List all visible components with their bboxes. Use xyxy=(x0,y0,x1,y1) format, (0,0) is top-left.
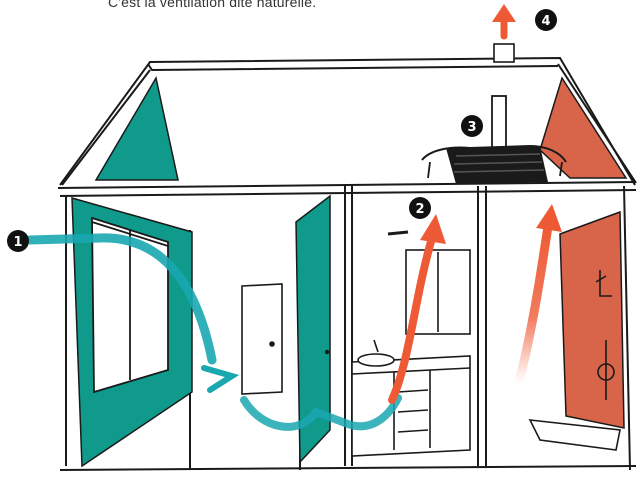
airflow-shower-arrow xyxy=(520,204,562,378)
svg-text:4: 4 xyxy=(541,14,550,29)
roof-outlet xyxy=(494,44,514,62)
marker-4: 4 xyxy=(535,9,557,31)
wall-right-coral xyxy=(560,212,624,428)
interior-door xyxy=(242,284,282,394)
gable-left-teal xyxy=(96,78,178,180)
gable-right-coral xyxy=(540,78,626,178)
svg-text:1: 1 xyxy=(13,235,22,250)
marker-2: 2 xyxy=(409,197,431,219)
door-knob xyxy=(325,350,329,354)
marker-3: 3 xyxy=(461,115,483,137)
svg-text:2: 2 xyxy=(415,202,424,217)
marker-1: 1 xyxy=(7,230,29,252)
svg-text:3: 3 xyxy=(467,120,476,135)
airflow-out-arrow xyxy=(492,4,516,36)
